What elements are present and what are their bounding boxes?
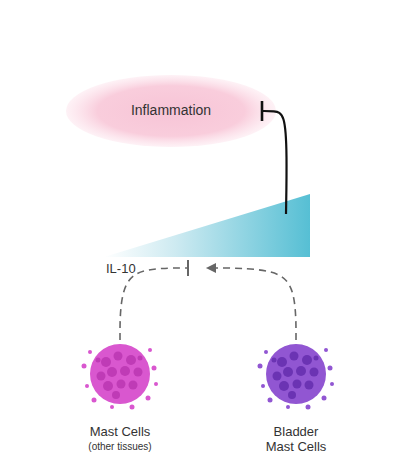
connector-group: [120, 260, 188, 340]
inhibition-bar: [261, 101, 264, 121]
node-label: Bladder Mast Cells: [258, 424, 334, 454]
released-granule: [148, 348, 152, 352]
released-granule: [324, 348, 328, 352]
released-granule: [306, 405, 311, 410]
connector-group: [262, 101, 287, 214]
granule: [129, 381, 138, 390]
released-granule: [330, 382, 334, 386]
inflammation-cloud: [66, 75, 276, 147]
released-granule: [85, 384, 89, 388]
granule: [290, 352, 299, 361]
released-granule: [328, 366, 333, 371]
granule: [120, 366, 130, 376]
released-granule: [92, 398, 97, 403]
mast-cell: [258, 344, 335, 410]
node-label: Inflammation: [80, 102, 262, 119]
released-granule: [264, 350, 268, 354]
node-label: Mast Cells: [80, 424, 160, 439]
inhibition-connector: [120, 268, 188, 340]
text-group: IL-10: [106, 261, 136, 277]
cell-shape: [258, 340, 334, 410]
released-granule: [268, 398, 273, 403]
granule: [296, 366, 306, 376]
activation-connector: [206, 268, 296, 340]
text-group: Mast Cells(other tissues): [80, 424, 160, 454]
granule: [126, 355, 136, 365]
cell-shape: [80, 340, 160, 410]
granule: [305, 381, 314, 390]
granule: [277, 357, 287, 367]
released-granule: [261, 384, 265, 388]
granule: [134, 368, 143, 377]
inhibition-bar: [187, 260, 189, 276]
node-sublabel: (other tissues): [80, 439, 160, 454]
granule: [112, 391, 120, 399]
granule: [103, 381, 113, 391]
released-granule: [286, 405, 290, 409]
released-granule: [130, 405, 135, 410]
granule: [273, 372, 282, 381]
connector-group: [206, 263, 296, 340]
released-granule: [82, 364, 87, 369]
granule: [310, 368, 319, 377]
cell-node: Bladder Mast Cells: [258, 340, 334, 460]
granule: [288, 391, 296, 399]
granule: [293, 380, 302, 389]
text-group: Bladder Mast Cells: [258, 424, 334, 454]
arrow-head: [206, 263, 216, 273]
granule: [279, 381, 289, 391]
gradient-wedge: IL-10: [104, 194, 310, 270]
inhibition-connector: [262, 111, 287, 214]
cell-node: Mast Cells(other tissues): [80, 340, 160, 460]
granule: [96, 358, 101, 363]
granule: [117, 380, 126, 389]
granule: [314, 356, 319, 361]
granule: [97, 372, 106, 381]
granule: [283, 367, 293, 377]
granule: [114, 352, 123, 361]
granule: [138, 356, 143, 361]
node-label: IL-10: [106, 261, 136, 277]
released-granule: [146, 396, 151, 401]
wedge-shape: [104, 194, 310, 270]
cell-body: [266, 344, 326, 404]
granule: [272, 358, 277, 363]
released-granule: [110, 405, 114, 409]
process-ellipse: Inflammation: [80, 75, 262, 147]
granule: [107, 367, 117, 377]
cell-body: [90, 344, 150, 404]
released-granule: [322, 396, 327, 401]
text-group: Inflammation: [80, 102, 262, 119]
released-granule: [154, 382, 158, 386]
released-granule: [152, 366, 157, 371]
released-granule: [258, 364, 263, 369]
granule: [101, 357, 111, 367]
mast-cell: [82, 344, 159, 410]
granule: [302, 355, 312, 365]
gradient-triangle: [104, 194, 310, 257]
released-granule: [88, 350, 92, 354]
